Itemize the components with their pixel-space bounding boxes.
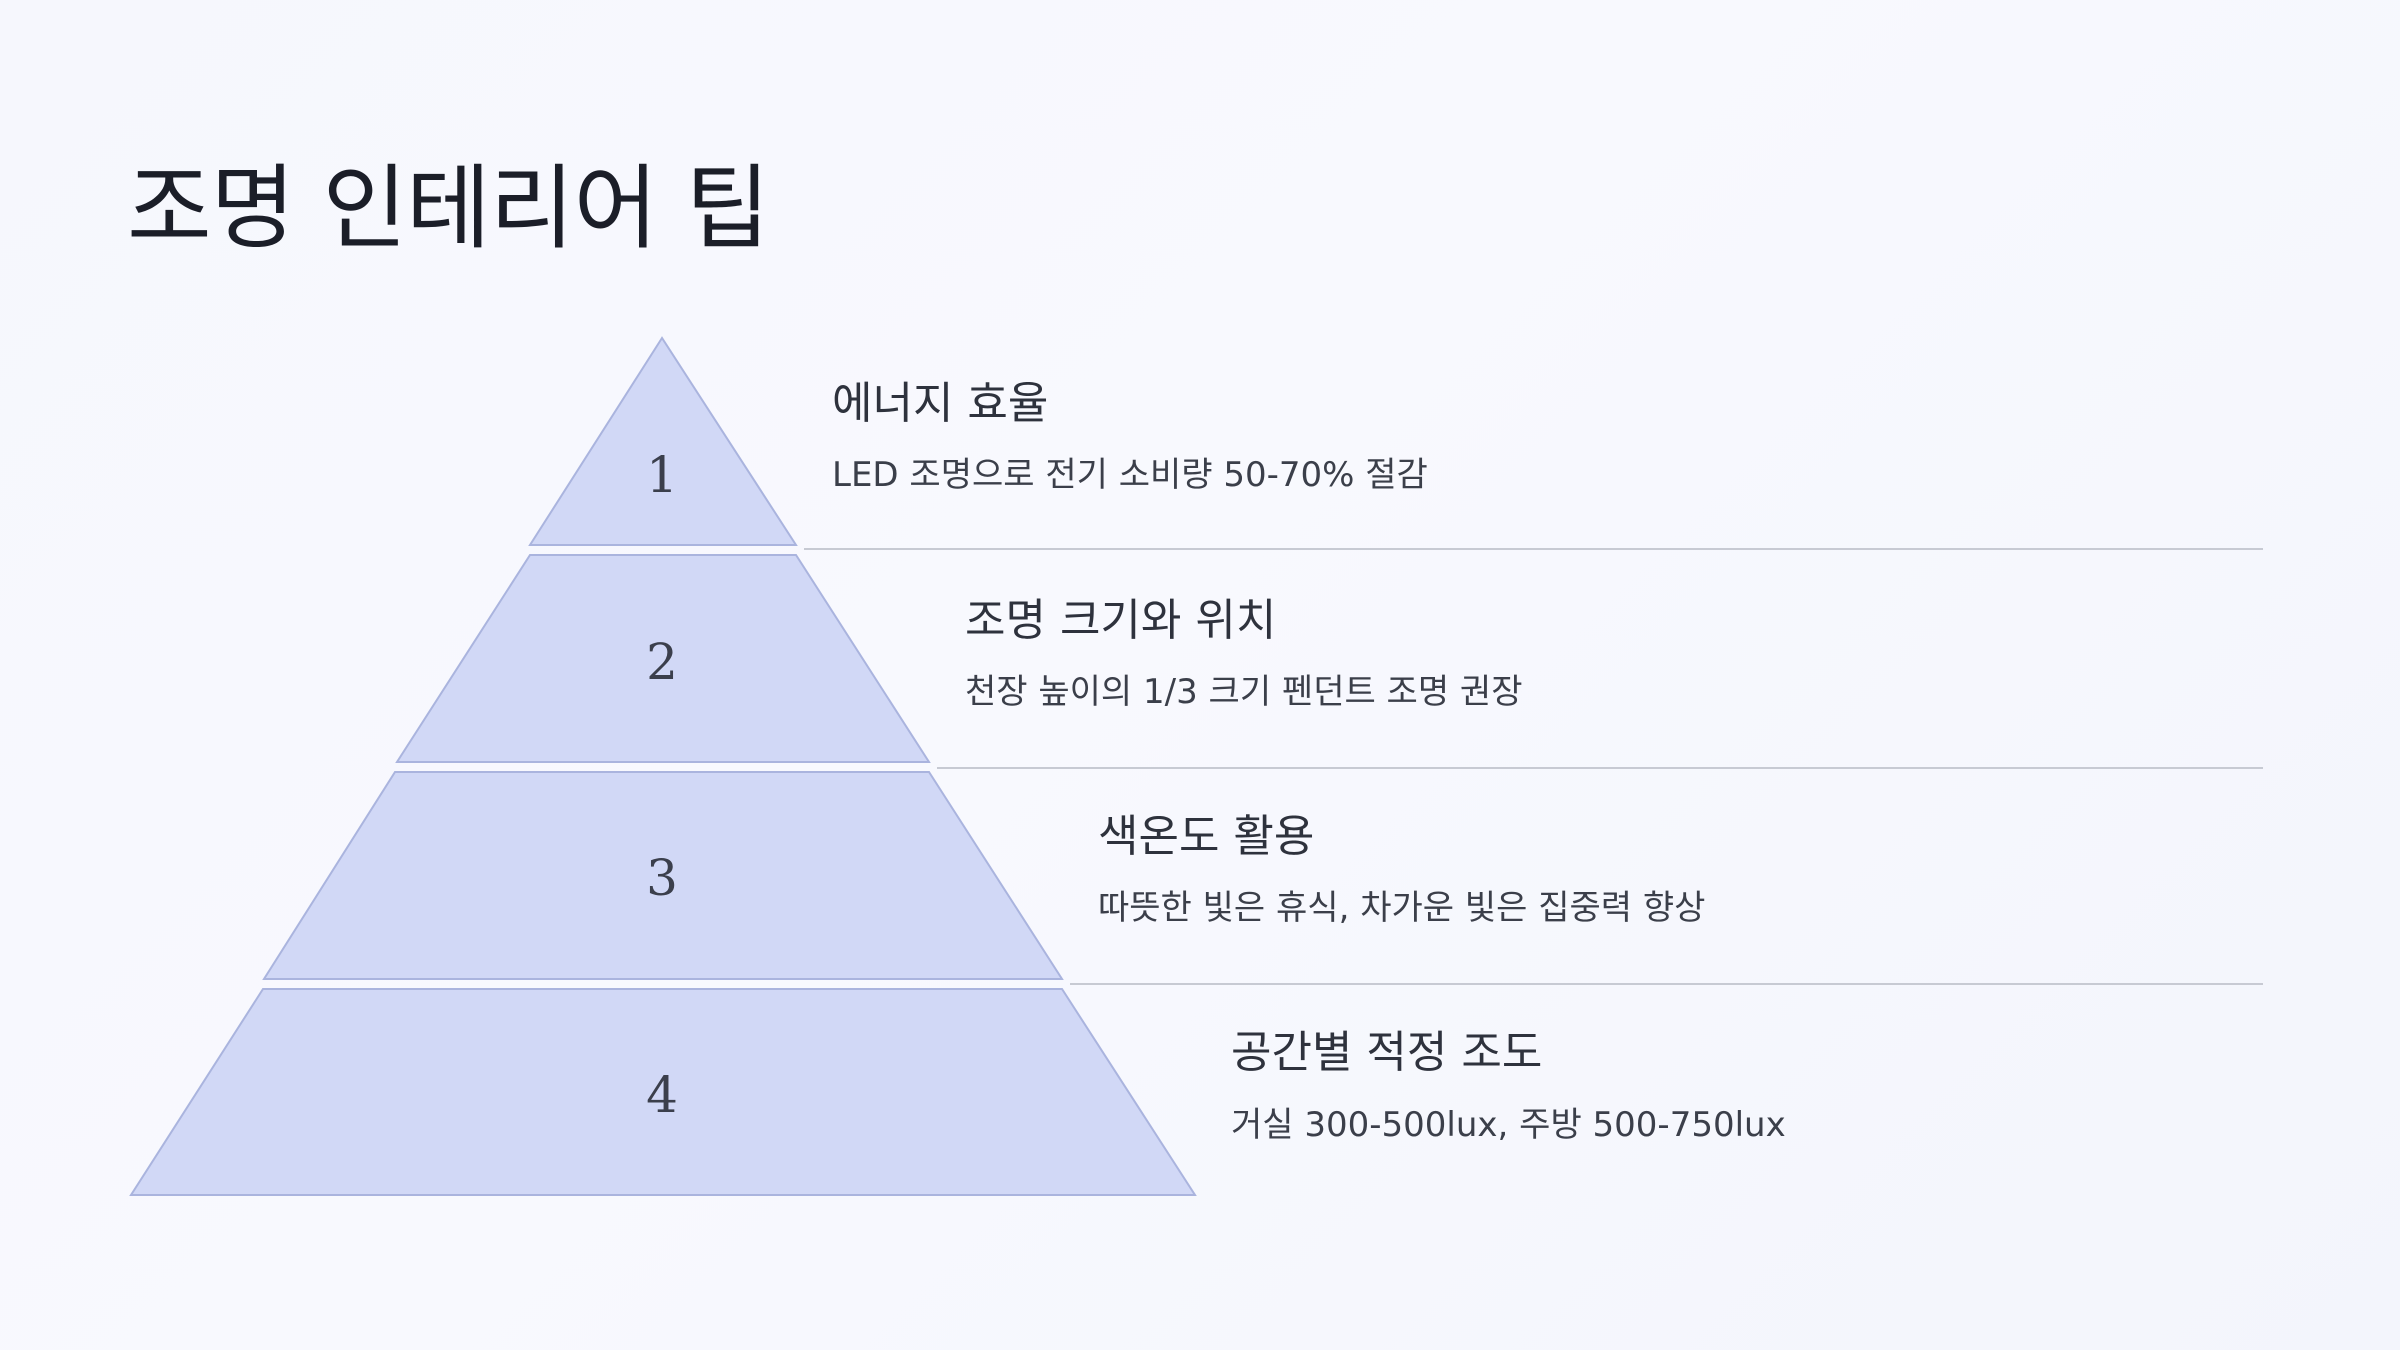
tier-1-number: 1 <box>646 446 678 504</box>
pyramid-tier-3 <box>262 771 1064 980</box>
tier-3-number: 3 <box>646 849 678 907</box>
tier-4-title: 공간별 적정 조도 <box>1231 1027 1543 1078</box>
pyramid-tier-4 <box>129 988 1197 1196</box>
tier-2-number: 2 <box>646 633 678 691</box>
tier-1-description: LED 조명으로 전기 소비량 50-70% 절감 <box>832 455 1428 495</box>
pyramid-tier-1 <box>528 336 798 546</box>
tier-3-title: 색온도 활용 <box>1098 811 1315 862</box>
page-title: 조명 인테리어 팁 <box>127 155 770 262</box>
tier-2-description: 천장 높이의 1/3 크기 펜던트 조명 권장 <box>965 672 1523 712</box>
pyramid-tier-2 <box>395 554 931 763</box>
tier-4-description: 거실 300-500lux, 주방 500-750lux <box>1231 1105 1786 1145</box>
tier-1-title: 에너지 효율 <box>832 378 1049 429</box>
tier-3-description: 따뜻한 빛은 휴식, 차가운 빛은 집중력 향상 <box>1098 888 1706 928</box>
tier-2-title: 조명 크기와 위치 <box>965 595 1277 646</box>
tier-4-number: 4 <box>646 1066 678 1124</box>
